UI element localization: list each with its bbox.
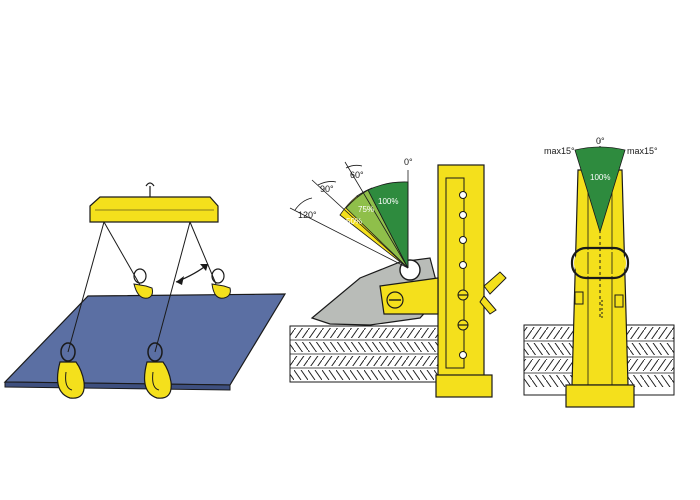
- angle-label-120: 120°: [298, 210, 317, 220]
- lifting-angle-sectors: [339, 170, 409, 269]
- sector-label-100: 100%: [378, 197, 398, 206]
- locking-lever: [479, 271, 507, 315]
- spreader-beam: [89, 196, 219, 223]
- angle-label-90: 90°: [320, 184, 334, 194]
- angle-label-0: 0°: [404, 157, 413, 167]
- crane-hook: [145, 182, 155, 197]
- clamp-body: [379, 164, 493, 398]
- figure-vertical-clamp-angles: 120° 90° 60° 0° 100% 75% 50%: [289, 157, 507, 398]
- plate-clamp-front-right: [144, 342, 172, 399]
- tilt-label-right: max15°: [627, 146, 658, 156]
- sector-label-50: 50%: [346, 217, 362, 226]
- plate-clamp-rear-right: [211, 268, 231, 299]
- tilt-label-top: 0°: [596, 136, 605, 146]
- tilt-label-left: max15°: [544, 146, 575, 156]
- lifting-slings: [67, 221, 217, 353]
- figure-plate-lifting: [3, 182, 287, 399]
- plate-clamp-rear-left: [133, 268, 153, 299]
- angle-label-60: 60°: [350, 170, 364, 180]
- plate-clamp-front-left: [57, 342, 85, 399]
- angle-reference-lines: [289, 161, 409, 269]
- sector-label-75: 75%: [358, 205, 374, 214]
- figure-front-view-tilt: 0° max15° max15° 100%: [523, 136, 675, 408]
- tilt-sector-100-percent: [574, 146, 626, 234]
- tilt-sector-label: 100%: [590, 173, 610, 182]
